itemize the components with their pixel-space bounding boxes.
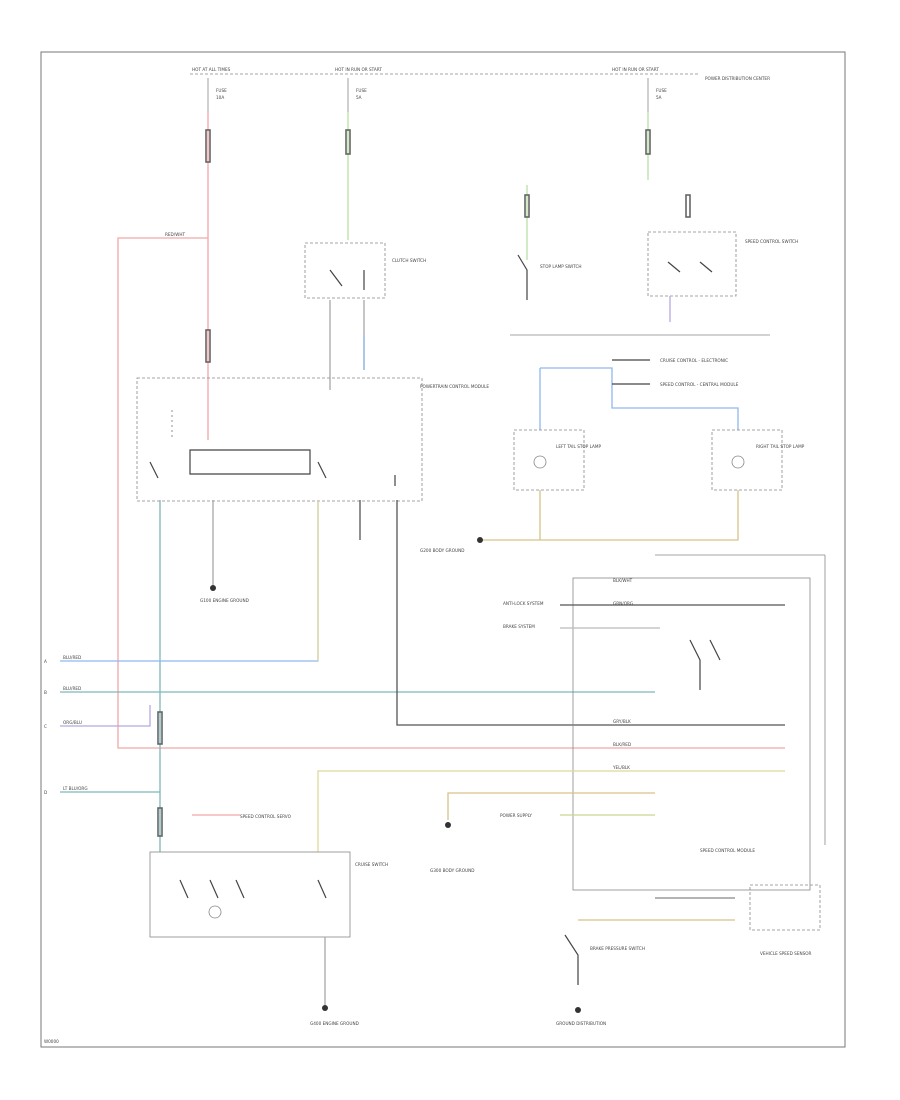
wire-label-3: GRN/ORG — [613, 601, 633, 606]
left-lamp-bulb-icon — [533, 455, 547, 469]
row-marker-a: A — [44, 659, 47, 664]
row-marker-b: B — [44, 690, 47, 695]
ground-system-symbol — [575, 1007, 581, 1013]
power-supply-label: POWER SUPPLY — [500, 813, 532, 818]
stop-lamp-switch-label: STOP LAMP SWITCH — [540, 264, 582, 269]
cruise-lamp-connection: CRUISE CONTROL - ELECTRONIC — [612, 358, 728, 363]
red-wire — [117, 112, 785, 749]
fuse-3-name: FUSE — [656, 88, 667, 93]
ground-g300-symbol — [445, 822, 451, 828]
power-feed-3: HOT IN RUN OR START — [612, 67, 659, 72]
tan-wire — [447, 792, 655, 820]
connector-red-1 — [205, 129, 211, 163]
connector-green-2 — [645, 129, 651, 155]
wire-label-4: BLU/RED — [63, 655, 81, 660]
right-lamp-box — [711, 429, 783, 491]
purple-wire-c — [60, 705, 151, 727]
right-lamp-label: RIGHT TAIL STOP LAMP — [756, 444, 805, 449]
ground-g300: G300 BODY GROUND — [430, 868, 474, 873]
servo-box — [149, 851, 351, 938]
wire-label-5: BLU/RED — [63, 686, 81, 691]
pcm-box — [136, 377, 423, 502]
clutch-switch-box — [304, 242, 386, 299]
connector-green-4 — [685, 194, 691, 218]
speed-control-switch-box — [647, 231, 737, 297]
right-lamp-bulb-icon — [731, 455, 745, 469]
tan-lamp-ground — [480, 490, 739, 541]
diagram-frame — [40, 51, 846, 1048]
ground-g400: G400 ENGINE GROUND — [310, 1021, 359, 1026]
wire-label-2: BLK/WHT — [613, 578, 633, 583]
cruise-lamp-label: CRUISE CONTROL - ELECTRONIC — [660, 358, 728, 363]
wire-label-red: RED/WHT — [165, 232, 185, 237]
row-marker-d: D — [44, 790, 47, 795]
teal-wire — [60, 500, 655, 852]
left-lamp-box — [513, 429, 585, 491]
servo-label: SPEED CONTROL SERVO — [240, 814, 292, 819]
wire-label-6: YEL/BLK — [612, 765, 630, 770]
speed-control-switch-label: SPEED CONTROL SWITCH — [745, 239, 798, 244]
pcm-label: POWERTRAIN CONTROL MODULE — [420, 384, 489, 389]
connector-green-3 — [524, 194, 530, 218]
fuse-3-rating: 5A — [656, 95, 662, 100]
vss-box — [749, 884, 821, 931]
black-wire — [396, 500, 785, 726]
fuse-3: FUSE 5A — [647, 78, 667, 112]
ground-g200: G200 BODY GROUND — [420, 548, 464, 553]
yellow-wire-d — [317, 770, 785, 852]
row-marker-c: C — [44, 724, 47, 729]
ground-g100-symbol — [210, 585, 216, 591]
connector-green-1 — [345, 129, 351, 155]
clutch-switch-contacts — [329, 269, 365, 290]
brake-pressure-switch-contacts — [564, 934, 579, 985]
cruise-switch-label: CRUISE SWITCH — [355, 862, 388, 867]
fuse-2-name: FUSE — [356, 88, 367, 93]
left-lamp-label: LEFT TAIL STOP LAMP — [556, 444, 601, 449]
vss-label: VEHICLE SPEED SENSOR — [760, 951, 812, 956]
speed-control-label: SPEED CONTROL - CENTRAL MODULE — [660, 382, 739, 387]
speed-control-module-box — [572, 577, 811, 891]
fuse-1-rating: 10A — [216, 95, 224, 100]
blue-lamp-feed — [539, 367, 739, 430]
servo-motor-icon — [208, 905, 222, 919]
brake-system-label: BRAKE SYSTEM — [503, 624, 535, 629]
speed-control-module-label: SPEED CONTROL MODULE — [700, 848, 755, 853]
power-feed-2: HOT IN RUN OR START — [335, 67, 382, 72]
brake-pressure-switch-label: BRAKE PRESSURE SWITCH — [590, 946, 645, 951]
ground-g100: G100 ENGINE GROUND — [200, 598, 249, 603]
connector-red-2 — [205, 329, 211, 363]
abs-system-label: ANTI-LOCK SYSTEM — [503, 601, 544, 606]
blue-wire-a — [60, 500, 319, 662]
pcm-internal-contacts — [149, 449, 396, 486]
fuse-2: FUSE 5A — [347, 78, 367, 112]
connector-teal-2 — [157, 807, 163, 837]
clutch-switch-out — [329, 300, 365, 390]
power-feed-1: HOT AT ALL TIMES — [192, 67, 231, 72]
module-switch — [689, 639, 721, 690]
connector-teal-1 — [157, 711, 163, 745]
wire-label-9: ORG/BLU — [63, 720, 82, 725]
fuse-2-rating: 5A — [356, 95, 362, 100]
wire-label-8: BLK/RED — [613, 742, 631, 747]
clutch-switch-label: CLUTCH SWITCH — [392, 258, 426, 263]
wire-label-10: LT BLU/ORG — [63, 786, 88, 791]
fuse-1-name: FUSE — [216, 88, 227, 93]
speed-control-connection: SPEED CONTROL - CENTRAL MODULE — [612, 382, 739, 387]
servo-internal — [179, 879, 327, 899]
ground-g400-symbol — [322, 1005, 328, 1011]
fuse-box-label: POWER DISTRIBUTION CENTER — [705, 76, 770, 81]
wire-label-7: GRY/BLK — [613, 719, 631, 724]
ground-system-label: GROUND DISTRIBUTION — [556, 1021, 606, 1026]
ground-g200-symbol — [477, 537, 483, 543]
page-footer: W0000 — [44, 1039, 59, 1044]
speed-control-switch-contacts — [667, 261, 713, 273]
fuse-1: FUSE 10A — [207, 78, 227, 112]
stop-lamp-switch: STOP LAMP SWITCH — [517, 254, 582, 300]
